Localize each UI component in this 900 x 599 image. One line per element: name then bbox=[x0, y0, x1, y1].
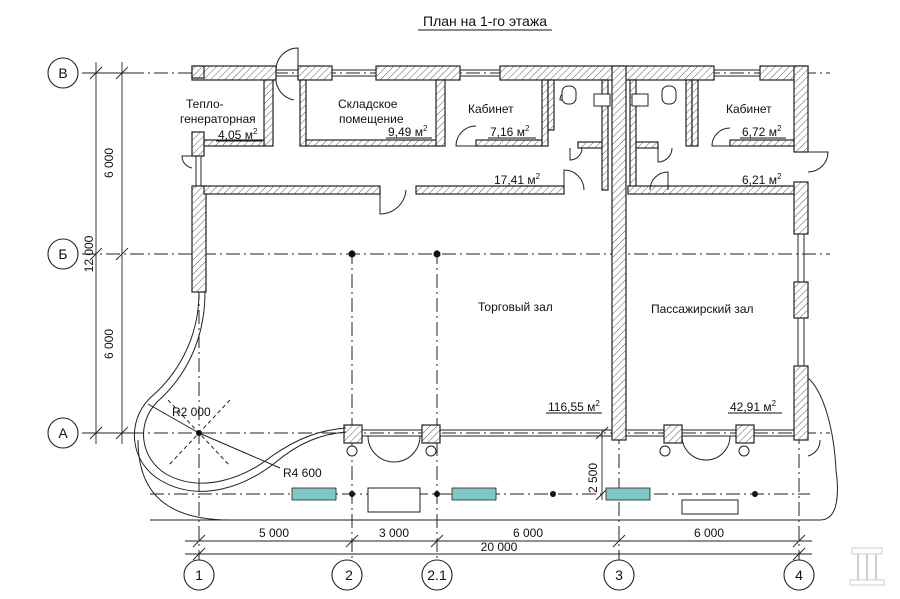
axis-label-b: Б bbox=[58, 246, 67, 262]
curved-facade bbox=[133, 291, 838, 521]
plan-title: План на 1-го этажа bbox=[423, 13, 547, 29]
dim-3-4: 6 000 bbox=[694, 526, 724, 540]
axis-label-2-1: 2.1 bbox=[427, 567, 447, 583]
dim-left-total: 12 000 bbox=[82, 235, 96, 272]
dim-1-2: 5 000 bbox=[259, 526, 289, 540]
room-store-area: 9,49 м2 bbox=[388, 124, 428, 139]
dim-left-top: 6 000 bbox=[102, 148, 116, 178]
room-passenger-area: 42,91 м2 bbox=[730, 399, 777, 414]
room-labels: Тепло- генераторная 4,05 м2 Складское по… bbox=[180, 97, 786, 414]
dim-total: 20 000 bbox=[481, 540, 518, 554]
radius-r4600: R4 600 bbox=[283, 466, 322, 480]
room-heat-area: 4,05 м2 bbox=[218, 127, 258, 142]
left-dimensions: 6 000 12 000 6 000 bbox=[82, 62, 130, 444]
room-store-name2: помещение bbox=[339, 112, 404, 126]
room-corridor-area: 17,41 м2 bbox=[494, 172, 541, 187]
room-office2-name: Кабинет bbox=[726, 102, 772, 116]
room-store-name1: Складское bbox=[338, 97, 398, 111]
dim-left-bottom: 6 000 bbox=[102, 329, 116, 359]
dim-21-3: 6 000 bbox=[513, 526, 543, 540]
toilets bbox=[561, 85, 677, 107]
room-trade-area: 116,55 м2 bbox=[548, 399, 600, 414]
room-heat-name1: Тепло- bbox=[186, 97, 224, 111]
axis-label-4: 4 bbox=[795, 567, 803, 583]
axis-label-v: В bbox=[58, 65, 67, 81]
room-trade-name: Торговый зал bbox=[478, 300, 553, 314]
room-office2-area: 6,72 м2 bbox=[742, 124, 782, 139]
radius-markers: R2 000 R4 600 bbox=[147, 399, 322, 480]
axis-label-2: 2 bbox=[345, 567, 353, 583]
room-passenger-name: Пассажирский зал bbox=[651, 302, 754, 316]
room-office1-name: Кабинет bbox=[468, 102, 514, 116]
room-office1-area: 7,16 м2 bbox=[490, 124, 530, 139]
axis-label-3: 3 bbox=[615, 567, 623, 583]
canopy bbox=[150, 487, 810, 515]
room-heat-name2: генераторная bbox=[180, 112, 256, 126]
room-vestibule-area: 6,21 м2 bbox=[742, 172, 782, 187]
dim-canopy: 2 500 bbox=[586, 463, 600, 493]
logo-icon bbox=[849, 547, 885, 586]
bottom-dimensions: 5 000 3 000 6 000 6 000 20 000 2 500 bbox=[185, 426, 812, 561]
axis-label-a: А bbox=[58, 425, 68, 441]
walls bbox=[191, 65, 809, 444]
columns bbox=[346, 250, 758, 497]
dim-2-21: 3 000 bbox=[379, 526, 409, 540]
axis-label-1: 1 bbox=[195, 567, 203, 583]
radius-r2000: R2 000 bbox=[172, 405, 211, 419]
